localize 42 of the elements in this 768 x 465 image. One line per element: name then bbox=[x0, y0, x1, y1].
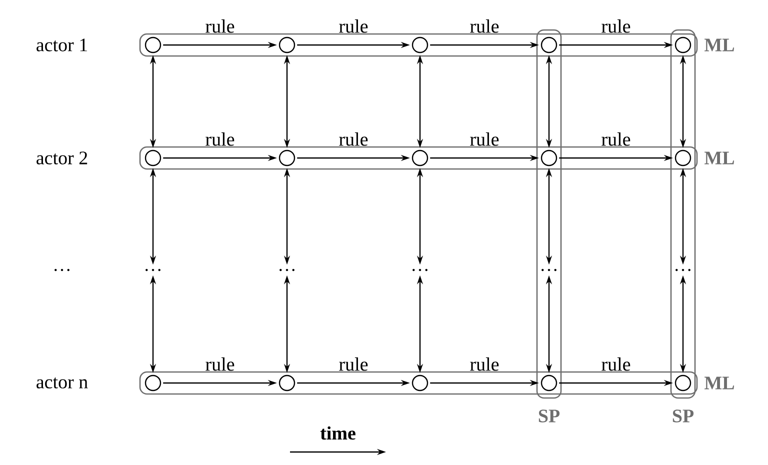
state-circle bbox=[144, 36, 162, 54]
ellipsis: … bbox=[146, 268, 160, 272]
state-circle bbox=[278, 150, 296, 166]
state-circle bbox=[674, 36, 692, 54]
state-circle bbox=[412, 36, 428, 54]
actor-label: actor 2 bbox=[36, 152, 88, 164]
state-circle bbox=[278, 374, 296, 392]
state-circle bbox=[674, 150, 692, 166]
edge-label: rule bbox=[339, 357, 368, 371]
state-circle bbox=[540, 374, 558, 392]
edge-label: rule bbox=[470, 357, 499, 371]
edge-label: rule bbox=[339, 19, 368, 33]
state-circle bbox=[144, 374, 162, 392]
state-circle bbox=[540, 150, 558, 166]
edge-label: rule bbox=[602, 357, 630, 371]
edge-label: rule bbox=[602, 132, 630, 146]
ellipsis: … bbox=[280, 268, 294, 272]
band-label: SP bbox=[538, 410, 560, 422]
actor-label: actor 1 bbox=[36, 38, 87, 52]
ellipsis: … bbox=[542, 268, 556, 272]
edge-label: rule bbox=[206, 357, 234, 371]
ellipsis: … bbox=[676, 268, 690, 272]
edge-label: rule bbox=[470, 132, 499, 146]
axis-label: time bbox=[320, 426, 356, 440]
band-label: SP bbox=[672, 410, 694, 422]
edge-label: rule bbox=[206, 132, 234, 146]
actor-label: actor n bbox=[36, 378, 88, 388]
state-circle bbox=[674, 374, 692, 392]
edge-label: rule bbox=[206, 19, 234, 33]
edge-label: rule bbox=[339, 132, 368, 146]
state-circle bbox=[278, 36, 296, 54]
edge-label: rule bbox=[602, 19, 630, 33]
ellipsis: … bbox=[412, 268, 428, 272]
edge-label: rule bbox=[470, 19, 499, 33]
ellipsis: … bbox=[54, 268, 70, 272]
band-label: ML bbox=[704, 38, 734, 52]
band-label: ML bbox=[704, 376, 734, 390]
band-label: ML bbox=[704, 152, 734, 164]
state-circle bbox=[412, 374, 428, 392]
state-circle bbox=[412, 150, 428, 166]
state-circle bbox=[144, 150, 162, 166]
state-circle bbox=[540, 36, 558, 54]
